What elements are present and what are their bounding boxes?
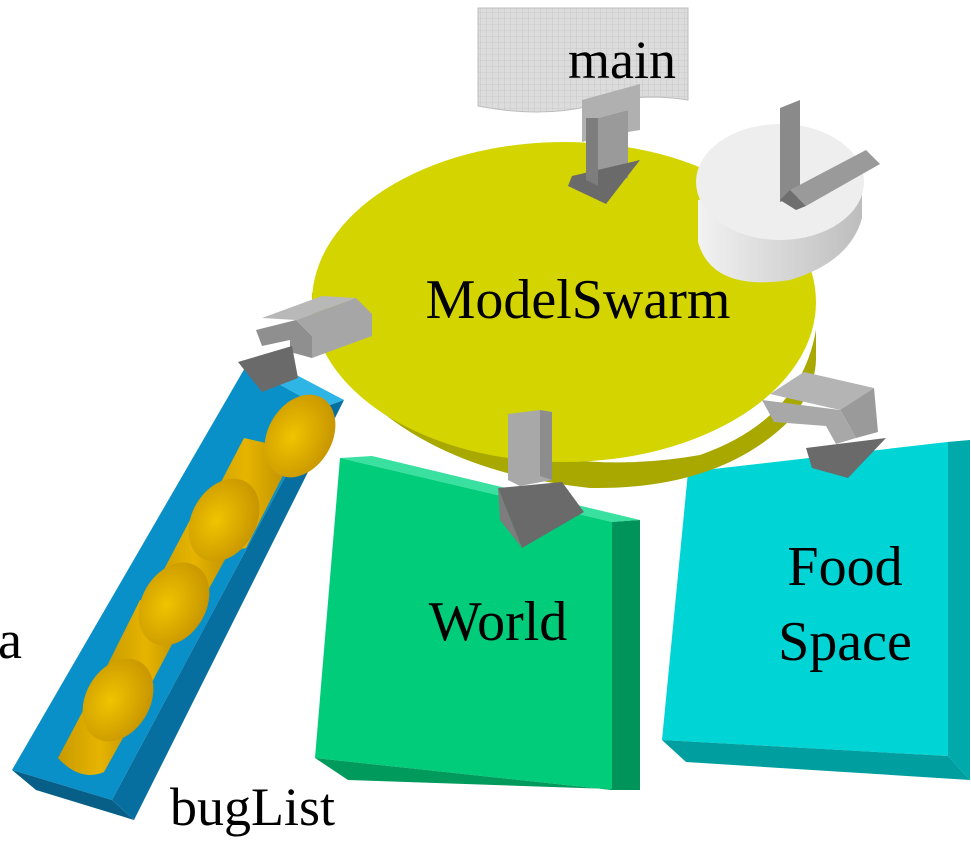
world-block: World — [315, 456, 640, 790]
bug-cylinder-4 — [58, 658, 154, 775]
arrow-main-to-swarm — [568, 84, 640, 204]
main-box: main — [477, 7, 689, 113]
arrow-swarm-to-buglist — [238, 296, 372, 392]
food-space-block: Food Space — [662, 440, 970, 780]
arrow-swarm-to-foodspace — [762, 372, 886, 478]
main-label: main — [568, 30, 676, 90]
model-swarm-disk: ModelSwarm — [311, 142, 816, 489]
food-label-line2: Space — [778, 611, 912, 673]
food-label-line1: Food — [787, 536, 902, 598]
buglist-label: bugList — [170, 777, 335, 837]
clock-icon — [696, 100, 880, 283]
arrow-swarm-to-world — [498, 410, 584, 548]
left-fragment-label: a — [0, 610, 22, 670]
world-label: World — [429, 591, 568, 653]
model-swarm-label: ModelSwarm — [426, 269, 731, 331]
